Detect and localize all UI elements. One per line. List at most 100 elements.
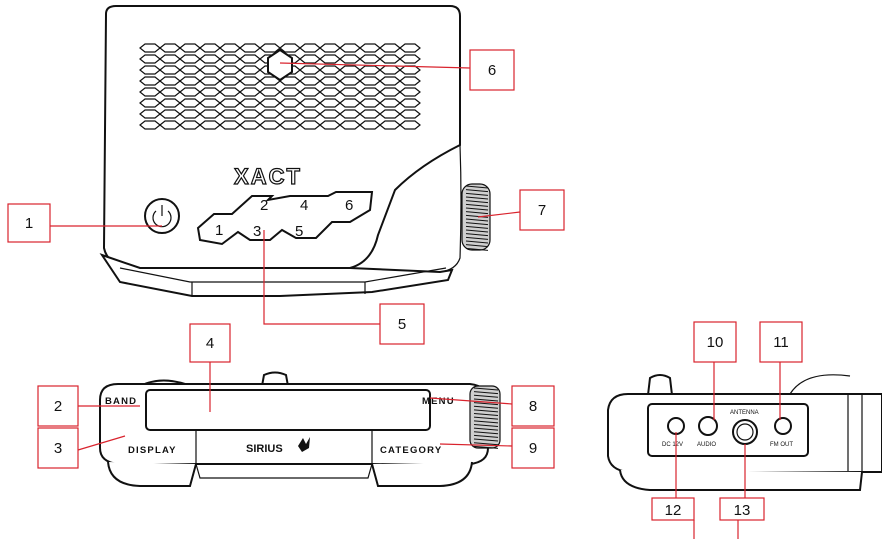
knob-ridge xyxy=(473,391,499,395)
knob-ridge xyxy=(465,211,489,215)
knob-ridge xyxy=(465,233,489,237)
svg-text:10: 10 xyxy=(707,334,724,351)
svg-text:9: 9 xyxy=(529,440,537,457)
callout-12: 12 xyxy=(651,497,695,521)
callouts: 1 2 3 4 5 6 7 8 xyxy=(7,49,803,539)
preset-4[interactable]: 4 xyxy=(300,197,308,214)
knob-ridge xyxy=(473,387,499,391)
svg-text:13: 13 xyxy=(734,502,751,519)
side-foot xyxy=(619,469,863,491)
preset-6[interactable]: 6 xyxy=(345,197,353,214)
svg-text:4: 4 xyxy=(206,335,214,352)
speaker-grill xyxy=(139,43,421,130)
knob-ridge xyxy=(465,225,489,229)
center-hex xyxy=(267,48,293,82)
front-foot-center xyxy=(195,463,373,479)
sirius-logo: SIRIUS xyxy=(246,443,283,455)
top-view: XACT 1 2 3 4 5 6 xyxy=(99,5,491,297)
callout-3: 3 xyxy=(37,427,79,469)
leader-5 xyxy=(263,230,380,325)
top-side-bulge xyxy=(439,144,462,273)
tuning-knob-front[interactable] xyxy=(469,385,501,449)
knob-ridge xyxy=(465,207,489,211)
grill-row xyxy=(139,109,421,119)
dc-port-label: DC 12V xyxy=(662,442,683,448)
front-bump-center xyxy=(261,371,289,387)
svg-text:12: 12 xyxy=(665,502,682,519)
power-button[interactable] xyxy=(144,198,180,234)
knob-ridge xyxy=(465,222,489,226)
audio-port[interactable] xyxy=(698,416,718,436)
knob-ridge xyxy=(465,185,489,189)
callout-4: 4 xyxy=(189,323,231,363)
fm-out-port[interactable] xyxy=(774,417,792,435)
knob-ridge xyxy=(465,240,489,244)
knob-ridge xyxy=(473,402,499,406)
fm-out-port-label: FM OUT xyxy=(770,442,793,448)
leader-7 xyxy=(477,211,521,218)
front-foot-left xyxy=(107,461,197,487)
leader-6 xyxy=(279,62,471,69)
knob-ridge xyxy=(465,229,489,233)
svg-text:11: 11 xyxy=(773,334,789,351)
antenna-port-label: ANTENNA xyxy=(730,410,759,416)
top-skirt-line xyxy=(119,267,447,283)
knob-ridge xyxy=(473,423,499,427)
preset-2[interactable]: 2 xyxy=(260,197,268,214)
svg-text:8: 8 xyxy=(529,398,537,415)
knob-ridge xyxy=(473,413,499,417)
callout-8: 8 xyxy=(511,385,555,427)
tuning-knob-top[interactable] xyxy=(461,183,491,251)
preset-3[interactable]: 3 xyxy=(253,223,261,240)
knob-ridge xyxy=(465,203,489,207)
leader-3 xyxy=(77,435,126,451)
grill-row xyxy=(139,43,421,53)
display-label: DISPLAY xyxy=(128,445,177,456)
knob-ridge xyxy=(465,236,489,240)
callout-11: 11 xyxy=(759,321,803,363)
power-icon xyxy=(152,205,172,228)
knob-ridge xyxy=(473,442,499,446)
knob-ridge xyxy=(473,394,499,398)
svg-text:7: 7 xyxy=(538,202,546,219)
callout-13: 13 xyxy=(719,497,765,521)
knob-ridge xyxy=(473,420,499,424)
category-label: CATEGORY xyxy=(380,445,442,456)
grill-row xyxy=(139,98,421,108)
knob-ridge xyxy=(465,218,489,222)
svg-text:3: 3 xyxy=(54,440,62,457)
knob-ridge xyxy=(473,427,499,431)
side-bump xyxy=(647,374,673,396)
knob-ridge xyxy=(473,445,499,449)
knob-ridge xyxy=(465,189,489,193)
callout-6: 6 xyxy=(469,49,515,91)
antenna-port-inner xyxy=(736,423,754,441)
knob-ridge xyxy=(473,431,499,435)
side-knob-curve xyxy=(789,374,851,395)
band-label: BAND xyxy=(105,396,137,407)
preset-1[interactable]: 1 xyxy=(215,222,223,239)
svg-text:2: 2 xyxy=(54,398,62,415)
svg-text:5: 5 xyxy=(398,316,406,333)
front-foot-right xyxy=(371,461,473,487)
callout-1: 1 xyxy=(7,203,51,243)
preset-5[interactable]: 5 xyxy=(295,223,303,240)
knob-ridge xyxy=(465,196,489,200)
knob-ridge xyxy=(473,416,499,420)
menu-label: MENU xyxy=(422,396,455,407)
knob-ridge xyxy=(465,192,489,196)
dc-port[interactable] xyxy=(667,417,685,435)
audio-port-label: AUDIO xyxy=(697,442,716,448)
port-panel xyxy=(647,403,809,457)
knob-ridge xyxy=(465,244,489,248)
callout-10: 10 xyxy=(693,321,737,363)
knob-ridge xyxy=(473,434,499,438)
callout-9: 9 xyxy=(511,427,555,469)
callout-2: 2 xyxy=(37,385,79,427)
knob-ridge xyxy=(473,438,499,442)
grill-row xyxy=(139,120,421,130)
leader-8 xyxy=(429,397,513,405)
knob-ridge xyxy=(473,398,499,402)
